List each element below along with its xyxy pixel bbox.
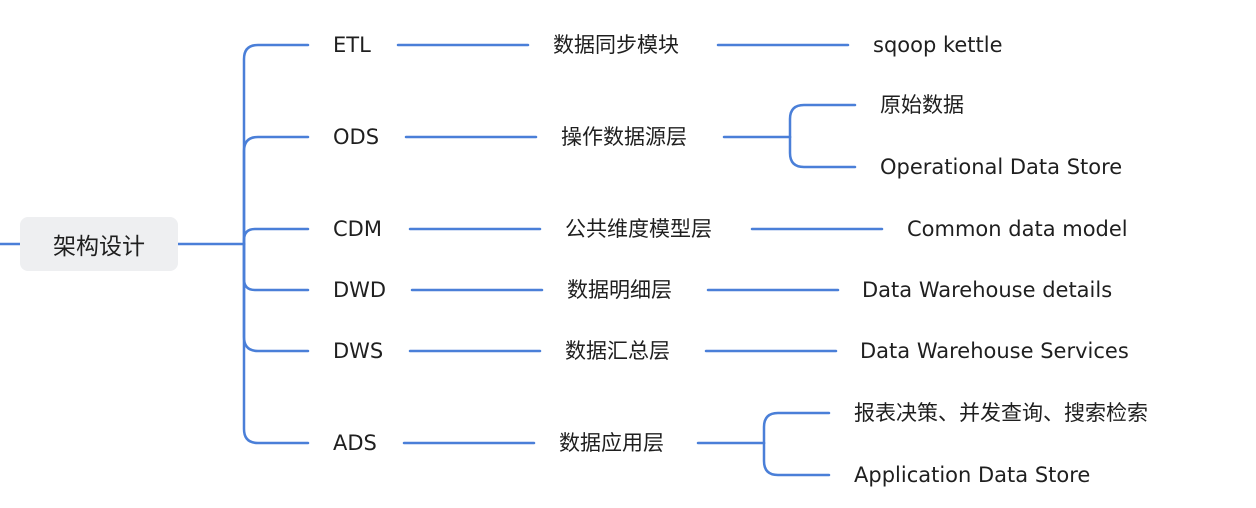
node-ads-label[interactable]: 数据应用层 — [559, 431, 664, 455]
trunk-to-cdm-line — [242, 227, 310, 246]
ads-fork-to-leaf2-line — [762, 441, 831, 477]
leaf-cdm-fullname[interactable]: Common data model — [907, 217, 1128, 241]
leaf-ods-raw-data[interactable]: 原始数据 — [880, 93, 964, 117]
node-etl[interactable]: ETL — [333, 33, 371, 57]
trunk-to-etl-line — [242, 43, 310, 246]
ods-fork-to-leaf2-line — [788, 135, 857, 169]
ads-fork-to-leaf1-line — [762, 411, 831, 445]
leaf-etl-tools[interactable]: sqoop kettle — [873, 33, 1003, 57]
leaf-dws-fullname[interactable]: Data Warehouse Services — [860, 339, 1129, 363]
leaf-ads-uses[interactable]: 报表决策、并发查询、搜索检索 — [854, 401, 1148, 425]
node-ods[interactable]: ODS — [333, 125, 380, 149]
leaf-ods-fullname[interactable]: Operational Data Store — [880, 155, 1123, 179]
node-ads[interactable]: ADS — [333, 431, 377, 455]
node-ods-label[interactable]: 操作数据源层 — [561, 125, 687, 149]
node-cdm[interactable]: CDM — [333, 217, 382, 241]
ods-fork-to-leaf1-line — [788, 103, 857, 139]
leaf-dwd-fullname[interactable]: Data Warehouse details — [862, 278, 1113, 302]
root-node[interactable]: 架构设计 — [20, 217, 178, 271]
node-dwd-label[interactable]: 数据明细层 — [567, 278, 672, 302]
trunk-to-dwd-line — [242, 242, 310, 292]
node-etl-label[interactable]: 数据同步模块 — [553, 33, 679, 57]
node-dws[interactable]: DWS — [333, 339, 384, 363]
leaf-ads-fullname[interactable]: Application Data Store — [854, 463, 1091, 487]
trunk-to-dws-line — [242, 242, 310, 353]
trunk-to-ads-line — [242, 242, 310, 445]
trunk-to-ods-line — [242, 135, 310, 246]
node-dwd[interactable]: DWD — [333, 278, 387, 302]
node-cdm-label[interactable]: 公共维度模型层 — [565, 217, 712, 241]
node-dws-label[interactable]: 数据汇总层 — [565, 339, 670, 363]
